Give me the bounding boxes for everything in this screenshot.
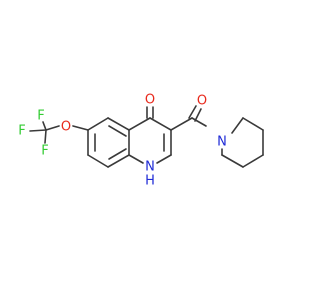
bond-benzene-5	[107, 154, 130, 168]
molecule-structure-diagram: O O N N H O F F F	[0, 0, 300, 300]
bond-ring-c4a-c4	[128, 117, 151, 131]
atom-fluorine-left: F	[18, 124, 25, 139]
bond-pip-n-c1	[231, 117, 244, 134]
atom-ketone-oxygen: O	[145, 93, 155, 108]
atom-ring-nitrogen: N	[145, 160, 155, 175]
atom-labels: O O N N H O F F F	[18, 93, 227, 189]
bond-pip-c1-c2	[242, 117, 264, 131]
bond-benzene-2	[87, 117, 109, 131]
diagram-background	[0, 0, 300, 300]
atom-ring-nitrogen-hydrogen: H	[145, 174, 155, 189]
atom-ether-oxygen: O	[61, 120, 71, 135]
atom-fluorine-top: F	[37, 109, 44, 124]
bond-amide-c-o-a	[188, 105, 197, 119]
bond-benzene-5-inner	[108, 148, 127, 160]
bond-benzene-1-inner	[108, 125, 127, 137]
bond-o-cf3	[45, 125, 60, 131]
bond-benzene-1	[107, 117, 130, 131]
bond-amide-c-n	[191, 117, 207, 127]
bond-benzene-4	[87, 154, 109, 168]
atom-piperidine-nitrogen: N	[217, 135, 227, 150]
bond-c3-amide-c	[170, 117, 193, 131]
bond-ring-c2-n1	[156, 154, 172, 164]
bond-cf3-f1	[42, 121, 47, 131]
bond-ring-n1-c8a	[128, 154, 144, 164]
bond-group	[29, 105, 264, 168]
bond-pip-c4-c5	[221, 154, 244, 168]
bond-amide-c-o-b	[194, 108, 202, 122]
atom-amide-oxygen: O	[197, 94, 207, 109]
bond-ring-c4-c3	[149, 117, 172, 131]
bond-c6-o	[72, 125, 89, 131]
bond-cf3-f3	[44, 129, 47, 144]
atom-fluorine-bottom: F	[41, 144, 48, 159]
bond-pip-c3-c4	[242, 154, 264, 168]
bond-cf3-f2	[29, 129, 47, 132]
